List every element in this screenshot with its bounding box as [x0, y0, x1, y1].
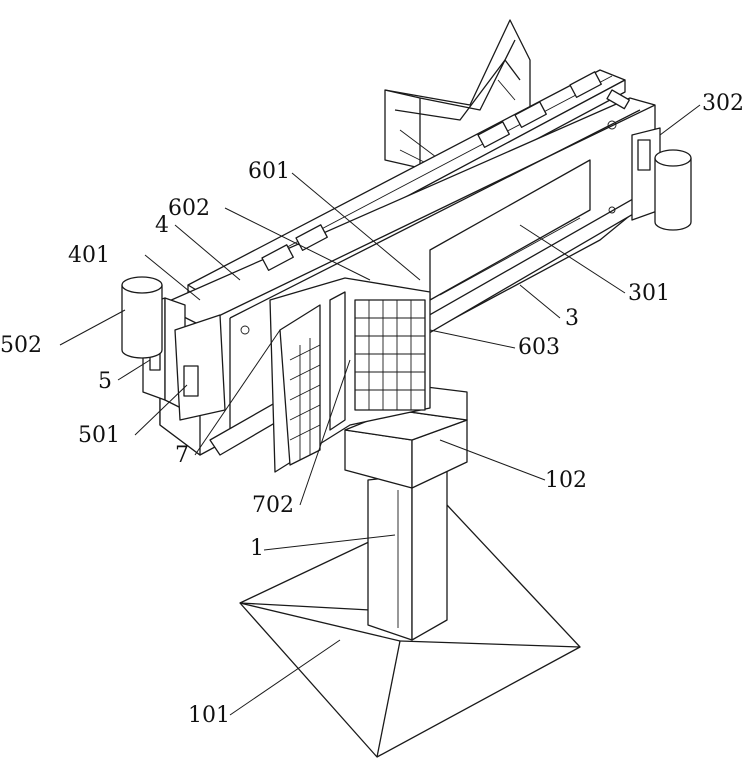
label-602: 602: [168, 196, 210, 221]
right-clamp: [631, 127, 661, 221]
leader-lines: [59, 104, 701, 716]
label-502: 502: [0, 333, 42, 358]
label-301: 301: [628, 281, 670, 306]
label-601: 601: [248, 159, 290, 184]
springs: [173, 71, 630, 371]
bristle-grid: [354, 299, 426, 411]
right-cylinder: [654, 149, 692, 231]
label-401: 401: [68, 243, 110, 268]
label-702: 702: [252, 493, 294, 518]
support-column: [367, 454, 448, 641]
left-cylinder: [121, 276, 163, 359]
label-3: 3: [565, 306, 579, 331]
label-4: 4: [155, 213, 169, 238]
label-603: 603: [518, 335, 560, 360]
label-5: 5: [98, 369, 112, 394]
label-102: 102: [545, 468, 587, 493]
label-7: 7: [175, 443, 189, 468]
label-1: 1: [250, 536, 264, 561]
label-101: 101: [188, 703, 230, 728]
part-labels: 601 602 4 401 502 5 501 7 702 1 101 102 …: [0, 91, 744, 728]
label-302: 302: [702, 91, 744, 116]
label-501: 501: [78, 423, 120, 448]
